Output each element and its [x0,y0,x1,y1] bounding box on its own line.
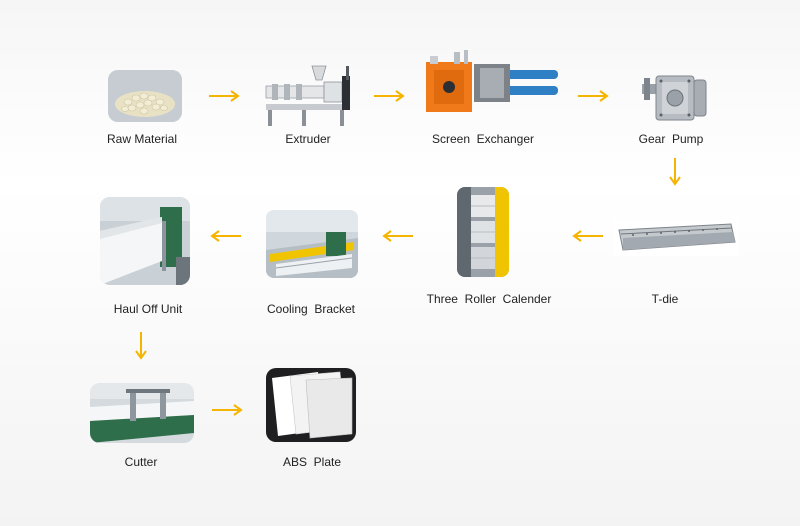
cutter-image [90,383,194,443]
screen-exchanger-image [424,48,558,118]
extruder-image [262,62,356,128]
arrow-right-icon [578,90,609,102]
t-die-image [613,220,739,256]
three-roller-calender-image [457,187,509,277]
step-label-cutter: Cutter [124,455,158,469]
step-label-abs-plate: ABS Plate [282,455,342,469]
cooling-bracket-image [266,210,358,278]
arrow-left-icon [572,230,603,242]
gear-pump-image [642,70,708,126]
arrow-right-icon [374,90,405,102]
step-label-screen-exchanger: Screen Exchanger [431,132,535,146]
haul-off-unit-image [100,197,190,285]
step-label-t-die: T-die [651,292,679,306]
arrow-down-icon [135,332,147,360]
abs-plate-image [266,368,356,442]
arrow-left-icon [382,230,413,242]
step-label-extruder: Extruder [285,132,331,146]
step-label-three-roller-calender: Three Roller Calender [426,292,552,306]
arrow-down-icon [669,158,681,186]
step-label-raw-material: Raw Material [106,132,178,146]
step-label-haul-off-unit: Haul Off Unit [113,302,183,316]
step-label-gear-pump: Gear Pump [638,132,704,146]
arrow-right-icon [209,90,240,102]
step-label-cooling-bracket: Cooling Bracket [266,302,356,316]
raw-material-image [108,70,182,122]
arrow-right-icon [212,404,243,416]
arrow-left-icon [210,230,241,242]
